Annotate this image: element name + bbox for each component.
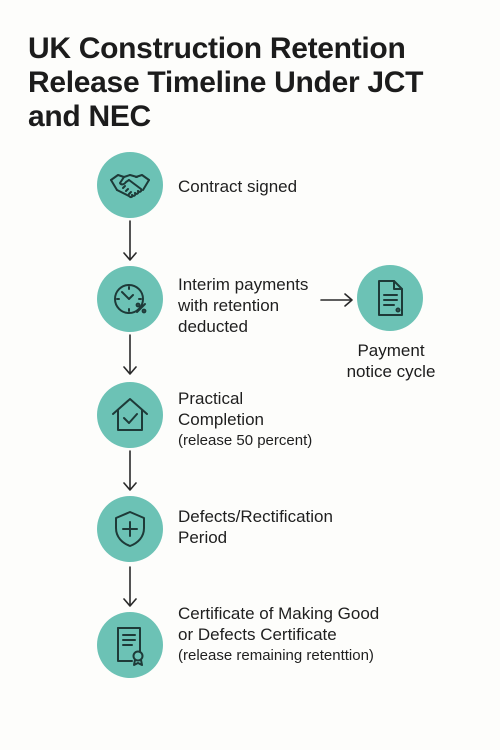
step-3-line-2: Completion <box>178 410 264 429</box>
step-4-line-2: Period <box>178 528 228 547</box>
side-line-2: notice cycle <box>346 362 436 381</box>
handshake-icon <box>110 174 150 199</box>
step-contract-signed-label: Contract signed <box>178 176 297 197</box>
step-certificate-label: Certificate of Making Good or Defects Ce… <box>178 603 379 666</box>
step-2-line-1: Interim payments <box>178 275 309 294</box>
step-3-line-3: (release 50 percent) <box>178 432 313 449</box>
step-practical-completion-node <box>97 382 163 448</box>
step-5-line-1: Certificate of Making Good <box>178 604 380 623</box>
clock-percent-icon <box>114 284 147 314</box>
shield-plus-icon <box>115 511 145 547</box>
payment-notice-cycle-label: Payment notice cycle <box>328 340 454 382</box>
payment-notice-cycle-node <box>357 265 423 331</box>
step-contract-signed-node <box>97 152 163 218</box>
diagram-title: UK Construction Retention Release Timeli… <box>28 32 468 134</box>
step-certificate-node <box>97 612 163 678</box>
arrow-right-icon <box>320 293 353 307</box>
step-defects-period-label: Defects/Rectification Period <box>178 506 333 548</box>
title-line-2: Release Timeline Under JCT <box>28 66 424 99</box>
title-line-3: and NEC <box>28 100 151 133</box>
step-5-line-3: (release remaining retenttion) <box>178 647 374 664</box>
arrow-down-icon <box>123 220 137 261</box>
step-interim-payments-label: Interim payments with retention deducted <box>178 274 308 337</box>
document-icon <box>378 280 403 316</box>
arrow-down-icon <box>123 334 137 375</box>
step-2-line-3: deducted <box>178 317 248 336</box>
title-line-1: UK Construction Retention <box>28 32 406 65</box>
step-practical-completion-label: Practical Completion (release 50 percent… <box>178 388 312 451</box>
step-4-line-1: Defects/Rectification <box>178 507 333 526</box>
arrow-down-icon <box>123 450 137 491</box>
side-line-1: Payment <box>357 341 425 360</box>
step-defects-period-node <box>97 496 163 562</box>
step-2-line-2: with retention <box>178 296 280 315</box>
step-5-line-2: or Defects Certificate <box>178 625 337 644</box>
house-check-icon <box>112 398 148 431</box>
step-3-line-1: Practical <box>178 389 244 408</box>
arrow-down-icon <box>123 566 137 607</box>
certificate-icon <box>117 627 144 666</box>
step-interim-payments-node <box>97 266 163 332</box>
step-1-line-1: Contract signed <box>178 177 298 196</box>
